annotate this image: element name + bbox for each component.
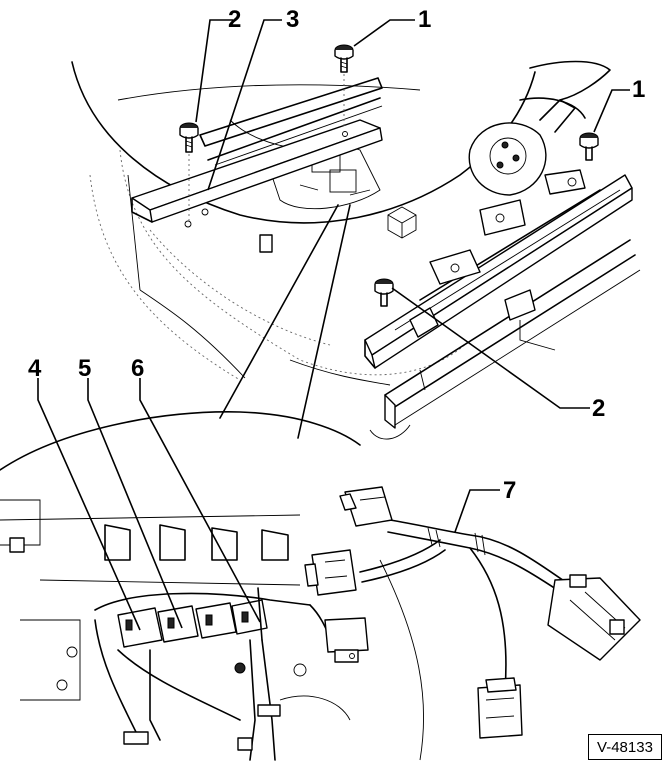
- connector-top-left: [339, 486, 393, 527]
- wiring-harness: [359, 519, 571, 691]
- connector-large-right: [547, 574, 641, 661]
- callout-5: 5: [78, 355, 91, 382]
- reference-code-label: V-48133: [588, 734, 662, 760]
- bolt-upper-left: [179, 122, 199, 222]
- connector-bottom-harness: [477, 677, 523, 739]
- left-seat-rail: [131, 77, 383, 253]
- callout-2-top: 2: [228, 6, 241, 33]
- leader-lines: [37, 19, 630, 631]
- connector-housing-small: [309, 604, 369, 663]
- connector-block: [94, 587, 311, 761]
- callout-7: 7: [503, 477, 516, 504]
- callout-6: 6: [131, 355, 144, 382]
- connector-mid-left: [304, 549, 357, 596]
- callout-1-right: 1: [632, 76, 645, 103]
- seat-cushion: [71, 61, 536, 386]
- callout-2-lower: 2: [592, 395, 605, 422]
- right-seat-rail: [364, 174, 641, 440]
- callout-3: 3: [286, 6, 299, 33]
- bolt-lower: [374, 278, 394, 307]
- callout-4: 4: [28, 355, 42, 382]
- bolt-upper-top: [334, 44, 354, 128]
- floor-detail: [0, 499, 424, 761]
- cube-symbol: [387, 206, 417, 239]
- callout-1-top: 1: [418, 6, 431, 33]
- bolt-upper-right: [579, 132, 599, 161]
- seat-adjuster-mechanism: [468, 60, 611, 196]
